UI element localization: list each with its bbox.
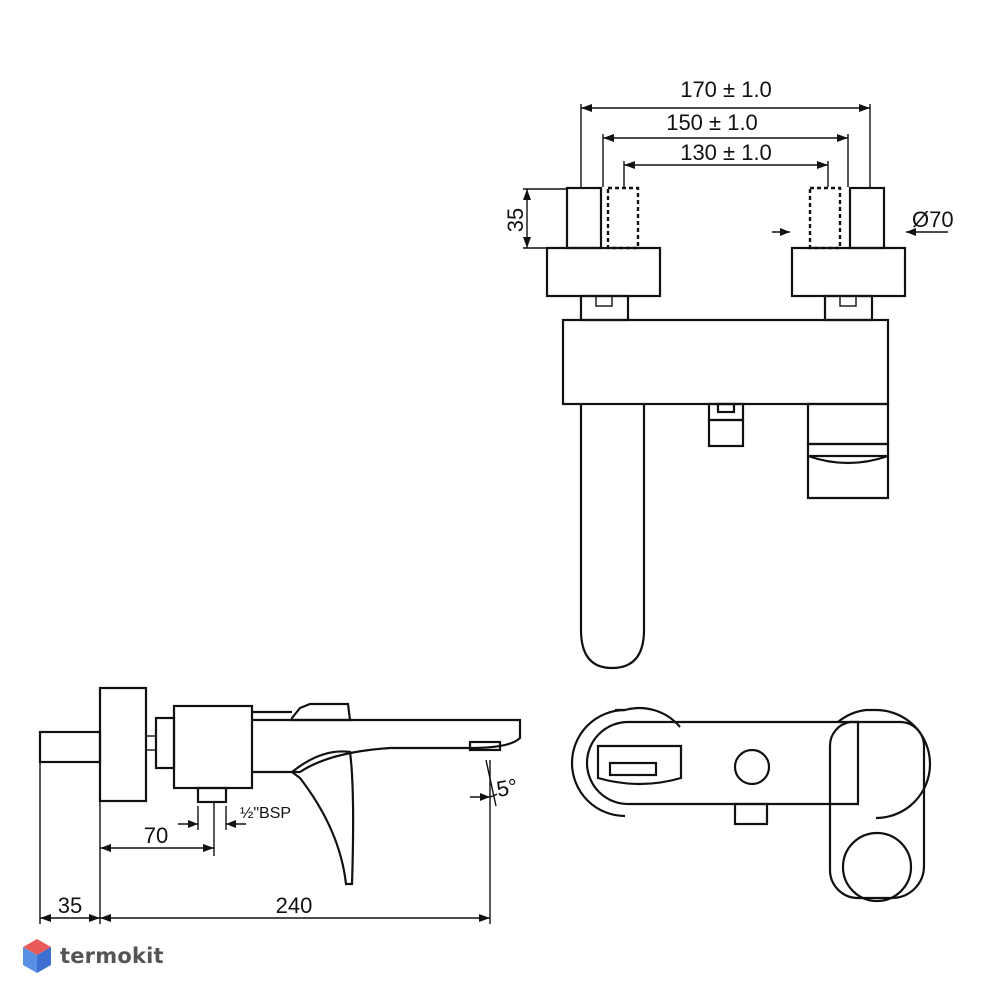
top-view: 170 ± 1.0 150 ± 1.0 130 ± 1.0 35 Ø70 <box>503 77 954 670</box>
dim-diameter: Ø70 <box>912 207 954 232</box>
dim-170: 170 ± 1.0 <box>680 77 772 102</box>
dim-35-vertical: 35 <box>503 208 528 232</box>
dim-240: 240 <box>276 893 313 918</box>
dim-angle: 5° <box>495 774 520 802</box>
cube-logo-icon <box>23 939 51 973</box>
dim-35-side: 35 <box>58 893 82 918</box>
dim-150: 150 ± 1.0 <box>666 110 758 135</box>
dim-bsp: ½"BSP <box>240 805 291 822</box>
brand-logo: termokit <box>22 936 164 976</box>
brand-name: termokit <box>60 944 164 968</box>
front-view <box>570 706 932 903</box>
side-view: 70 ½"BSP 35 240 5° <box>38 686 522 924</box>
dim-130: 130 ± 1.0 <box>680 140 772 165</box>
dim-70: 70 <box>144 823 168 848</box>
